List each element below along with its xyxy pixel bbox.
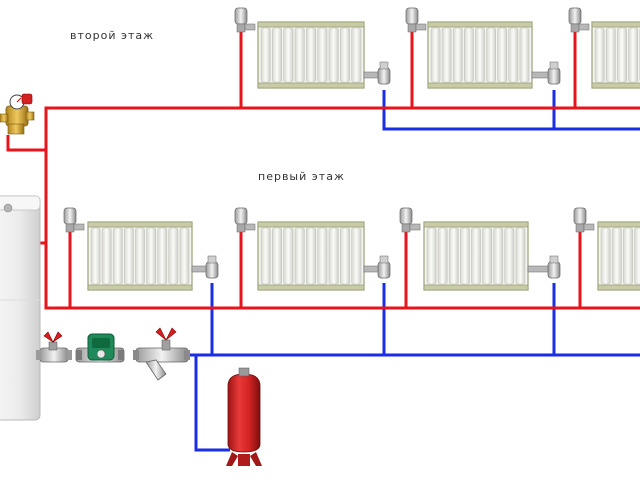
radiator-fin: [612, 228, 621, 284]
radiator-1a: [64, 208, 218, 290]
radiator-fin: [606, 28, 615, 82]
second-floor-label: второй этаж: [70, 29, 154, 42]
radiator-fin: [295, 28, 304, 82]
radiator-1d: [574, 208, 640, 290]
radiator-fin: [498, 28, 507, 82]
radiator-fin: [509, 28, 518, 82]
radiator-fin: [449, 228, 458, 284]
safety-group: [0, 94, 34, 134]
radiator-fin: [261, 28, 270, 82]
radiator-2c: [569, 8, 640, 88]
radiator-fin: [601, 228, 610, 284]
radiator-1b: [235, 208, 390, 290]
thermostatic-valve-icon: [235, 8, 255, 32]
radiator-fin: [113, 228, 122, 284]
radiator-fin: [102, 228, 111, 284]
radiator-fin: [180, 228, 189, 284]
radiator-fin: [516, 228, 525, 284]
radiator-fin: [272, 28, 281, 82]
radiator-fin: [135, 228, 144, 284]
radiator-fin: [340, 228, 349, 284]
radiator-fin: [284, 28, 293, 82]
radiator-fin: [329, 28, 338, 82]
radiator-fin: [272, 228, 281, 284]
radiator-fin: [329, 228, 338, 284]
radiator-fin: [261, 228, 270, 284]
radiator-fin: [595, 28, 604, 82]
safety-valve-cap: [22, 94, 32, 104]
radiator-fin: [453, 28, 462, 82]
radiator-fin: [460, 228, 469, 284]
radiator-fin: [442, 28, 451, 82]
ball-valve: [36, 332, 72, 362]
radiator-fin: [340, 28, 349, 82]
radiator-2a: [235, 8, 390, 88]
radiator-fin: [295, 228, 304, 284]
radiator-fin: [427, 228, 436, 284]
thermostatic-valve-icon: [406, 8, 426, 32]
radiator-fin: [623, 228, 632, 284]
radiator-fin: [635, 228, 640, 284]
radiator-fin: [629, 28, 638, 82]
boiler: [0, 196, 40, 420]
shutoff-valve-icon: [528, 256, 560, 278]
circulation-pump: [76, 334, 124, 362]
thermostatic-valve-icon: [64, 208, 84, 232]
radiator-fin: [494, 228, 503, 284]
radiator-fin: [124, 228, 133, 284]
radiator-fin: [471, 228, 480, 284]
first-floor-label: первый этаж: [258, 170, 345, 183]
radiator-fin: [306, 228, 315, 284]
radiator-fin: [520, 28, 529, 82]
thermostatic-valve-icon: [574, 208, 594, 232]
shutoff-valve-icon: [532, 62, 560, 84]
radiator-fin: [617, 28, 626, 82]
shutoff-valve-icon: [364, 256, 390, 278]
radiators: [64, 8, 640, 290]
radiator-fin: [431, 28, 440, 82]
radiator-fin: [352, 28, 361, 82]
thermostatic-valve-icon: [235, 208, 255, 232]
radiator-fin: [318, 228, 327, 284]
radiator-fin: [306, 28, 315, 82]
thermostatic-valve-icon: [400, 208, 420, 232]
radiator-fin: [352, 228, 361, 284]
radiator-fin: [318, 28, 327, 82]
tank-connection-pipe: [196, 355, 230, 450]
radiator-fin: [147, 228, 156, 284]
radiator-fin: [91, 228, 100, 284]
radiator-fin: [475, 28, 484, 82]
radiator-fin: [483, 228, 492, 284]
shutoff-valve-icon: [364, 62, 390, 84]
radiator-2b: [406, 8, 560, 88]
return-pipe-first-floor: [212, 283, 640, 355]
thermostatic-valve-icon: [569, 8, 589, 32]
radiator-fin: [158, 228, 167, 284]
radiator-fin: [169, 228, 178, 284]
radiator-fin: [284, 228, 293, 284]
radiator-fin: [438, 228, 447, 284]
radiator-1c: [400, 208, 560, 290]
expansion-tank: [226, 368, 262, 466]
radiator-fin: [464, 28, 473, 82]
shutoff-valve-icon: [192, 256, 218, 278]
strainer-valve: [133, 328, 190, 380]
radiator-fin: [505, 228, 514, 284]
radiator-fin: [487, 28, 496, 82]
